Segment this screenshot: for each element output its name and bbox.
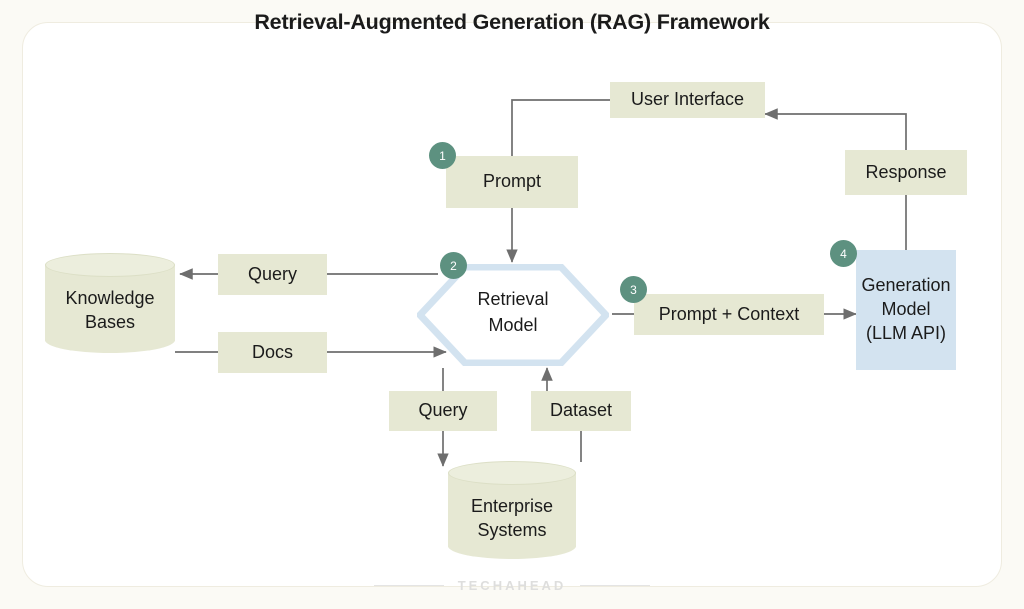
node-response[interactable]: Response <box>845 150 967 195</box>
node-query-top[interactable]: Query <box>218 254 327 295</box>
footer-rule-left <box>373 585 444 586</box>
node-retrieval-model-line1: Retrieval <box>477 289 549 309</box>
node-prompt-context-label: Prompt + Context <box>658 303 800 324</box>
node-query-bottom[interactable]: Query <box>389 391 497 431</box>
node-user-interface[interactable]: User Interface <box>610 82 765 118</box>
badge-step-3: 3 <box>620 276 647 303</box>
badge-step-2: 2 <box>440 252 467 279</box>
wire-response-to-user-interface <box>764 108 907 150</box>
wire-prompt-to-user-interface <box>511 99 610 157</box>
node-dataset[interactable]: Dataset <box>531 391 631 431</box>
footer-rule-right <box>580 585 651 586</box>
node-response-label: Response <box>865 161 947 182</box>
node-query-top-label: Query <box>247 263 298 284</box>
node-docs[interactable]: Docs <box>218 332 327 373</box>
node-query-bottom-label: Query <box>418 400 468 421</box>
node-knowledge-bases[interactable]: Knowledge Bases <box>45 253 175 353</box>
badge-step-4: 4 <box>830 240 857 267</box>
node-generation-model-line3: (LLM API) <box>865 322 947 343</box>
node-docs-label: Docs <box>251 341 293 362</box>
node-enterprise-systems[interactable]: Enterprise Systems <box>448 461 576 559</box>
node-knowledge-bases-line2: Bases <box>84 312 136 333</box>
node-retrieval-model[interactable]: Retrieval Model <box>416 263 610 367</box>
cylinder-top <box>448 461 576 485</box>
node-knowledge-bases-line1: Knowledge <box>65 288 155 308</box>
node-generation-model[interactable]: Generation Model (LLM API) <box>856 250 956 370</box>
node-generation-model-line1: Generation <box>861 275 951 296</box>
node-user-interface-label: User Interface <box>630 89 745 110</box>
node-prompt-label: Prompt <box>482 171 542 192</box>
footer: TECHAHEAD <box>0 578 1024 593</box>
page-title: Retrieval-Augmented Generation (RAG) Fra… <box>254 10 770 34</box>
node-prompt[interactable]: Prompt <box>446 156 578 208</box>
hexagon-shape <box>416 263 610 367</box>
node-enterprise-systems-line2: Systems <box>477 520 547 541</box>
cylinder-bottom <box>45 327 175 353</box>
node-retrieval-model-line2: Model <box>488 315 538 336</box>
node-prompt-context[interactable]: Prompt + Context <box>634 294 824 335</box>
brand-watermark: TECHAHEAD <box>457 578 567 593</box>
node-dataset-label: Dataset <box>549 400 613 421</box>
cylinder-top <box>45 253 175 277</box>
node-enterprise-systems-line1: Enterprise <box>470 496 554 516</box>
badge-step-1: 1 <box>429 142 456 169</box>
cylinder-bottom <box>448 533 576 559</box>
node-generation-model-line2: Model <box>881 299 931 320</box>
